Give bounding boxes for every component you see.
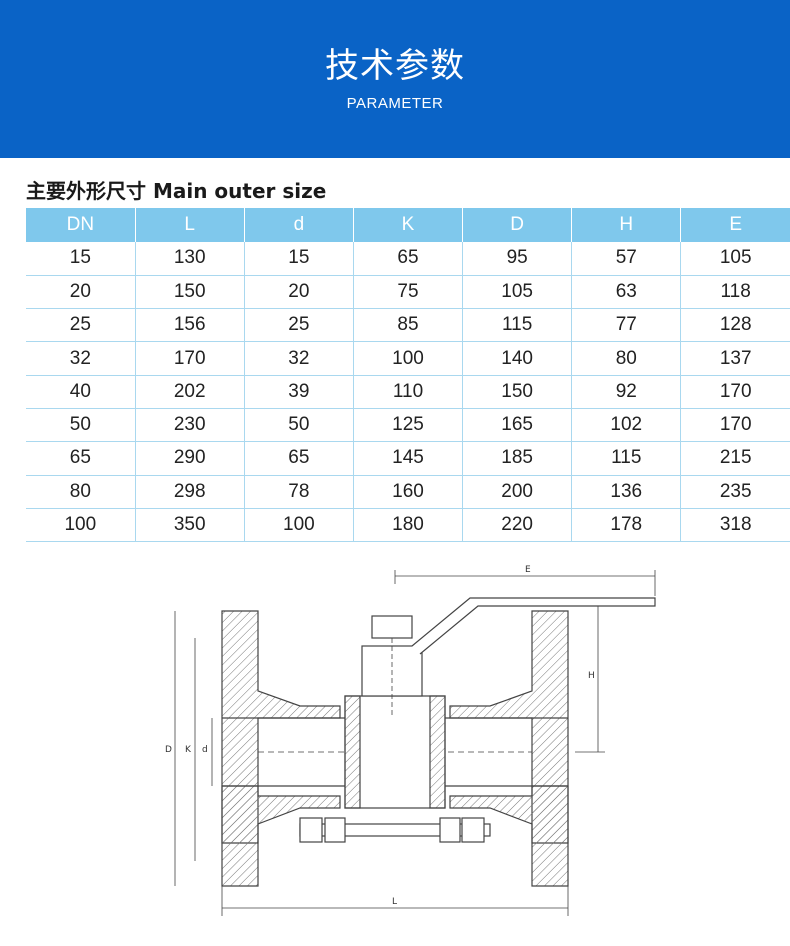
table-cell: 215 (680, 441, 790, 476)
header-banner: 技术参数 PARAMETER (0, 0, 790, 158)
table-cell: 80 (26, 475, 136, 509)
table-cell: 137 (680, 341, 790, 376)
table-header-row: DN L d K D H E (26, 208, 790, 242)
column-header: D (462, 208, 573, 242)
table-cell: 202 (135, 375, 245, 409)
table-cell: 290 (135, 441, 245, 476)
table-cell: 40 (26, 375, 136, 409)
table-cell: 100 (26, 508, 136, 543)
table-cell: 39 (244, 375, 354, 409)
table-cell: 63 (571, 275, 682, 310)
table-cell: 105 (680, 242, 790, 276)
table-cell: 350 (135, 508, 245, 543)
table-cell: 92 (571, 375, 682, 409)
table-cell: 65 (26, 441, 136, 476)
section-title: 主要外形尺寸 Main outer size (26, 179, 327, 203)
table-cell: 170 (680, 375, 790, 409)
table-cell: 156 (135, 308, 245, 343)
table-cell: 118 (680, 275, 790, 310)
dimension-label-e: E (525, 565, 531, 575)
table-cell: 115 (462, 308, 573, 343)
table-cell: 102 (571, 408, 682, 443)
banner-title: 技术参数 (325, 46, 465, 86)
table-cell: 128 (680, 308, 790, 343)
column-header: E (680, 208, 790, 242)
table-cell: 32 (244, 341, 354, 376)
table-cell: 25 (244, 308, 354, 343)
table-cell: 125 (353, 408, 464, 443)
dimension-label-h: H (588, 671, 595, 681)
table-cell: 65 (244, 441, 354, 476)
table-cell: 170 (680, 408, 790, 443)
banner-subtitle: PARAMETER (346, 95, 444, 112)
table-cell: 178 (571, 508, 682, 543)
table-cell: 185 (462, 441, 573, 476)
table-cell: 78 (244, 475, 354, 509)
table-cell: 200 (462, 475, 573, 509)
table-cell: 115 (571, 441, 682, 476)
table-cell: 105 (462, 275, 573, 310)
table-cell: 145 (353, 441, 464, 476)
dimension-label-l: L (392, 897, 397, 907)
table-cell: 15 (244, 242, 354, 276)
table-cell: 160 (353, 475, 464, 509)
table-cell: 220 (462, 508, 573, 543)
table-cell: 65 (353, 242, 464, 276)
column-header: d (244, 208, 354, 242)
table-cell: 50 (244, 408, 354, 443)
table-cell: 77 (571, 308, 682, 343)
table-cell: 140 (462, 341, 573, 376)
table-cell: 100 (244, 508, 354, 543)
table-cell: 57 (571, 242, 682, 276)
valve-drawing: E H D K d L (0, 556, 790, 946)
column-header: DN (26, 208, 136, 242)
table-cell: 75 (353, 275, 464, 310)
column-header: K (353, 208, 464, 242)
table-cell: 110 (353, 375, 464, 409)
table-cell: 20 (244, 275, 354, 310)
column-header: H (571, 208, 682, 242)
table-cell: 50 (26, 408, 136, 443)
table-cell: 150 (462, 375, 573, 409)
table-cell: 318 (680, 508, 790, 543)
table-cell: 95 (462, 242, 573, 276)
table-cell: 32 (26, 341, 136, 376)
table-cell: 20 (26, 275, 136, 310)
table-cell: 298 (135, 475, 245, 509)
table-cell: 80 (571, 341, 682, 376)
table-cell: 136 (571, 475, 682, 509)
table-cell: 180 (353, 508, 464, 543)
table-cell: 100 (353, 341, 464, 376)
valve-cross-section-diagram: E H D K d L (165, 565, 656, 916)
dimension-label-d-bore: d (202, 745, 208, 755)
table-cell: 15 (26, 242, 136, 276)
table-cell: 230 (135, 408, 245, 443)
dimension-label-k: K (185, 745, 192, 755)
table-cell: 130 (135, 242, 245, 276)
table-cell: 25 (26, 308, 136, 343)
table-cell: 165 (462, 408, 573, 443)
table-cell: 235 (680, 475, 790, 509)
dimension-label-d-outer: D (165, 745, 172, 755)
table-cell: 85 (353, 308, 464, 343)
table-cell: 150 (135, 275, 245, 310)
table-cell: 170 (135, 341, 245, 376)
column-header: L (135, 208, 245, 242)
